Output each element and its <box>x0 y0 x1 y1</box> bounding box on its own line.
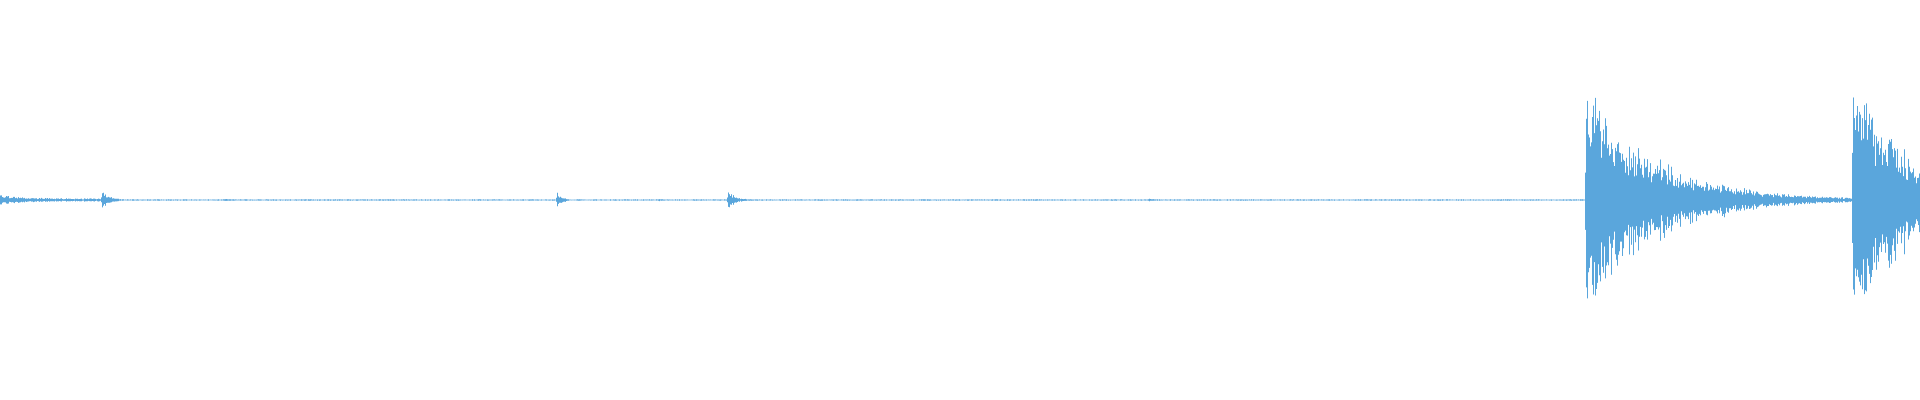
waveform-trace <box>0 97 1920 299</box>
waveform-samples <box>0 97 1920 299</box>
